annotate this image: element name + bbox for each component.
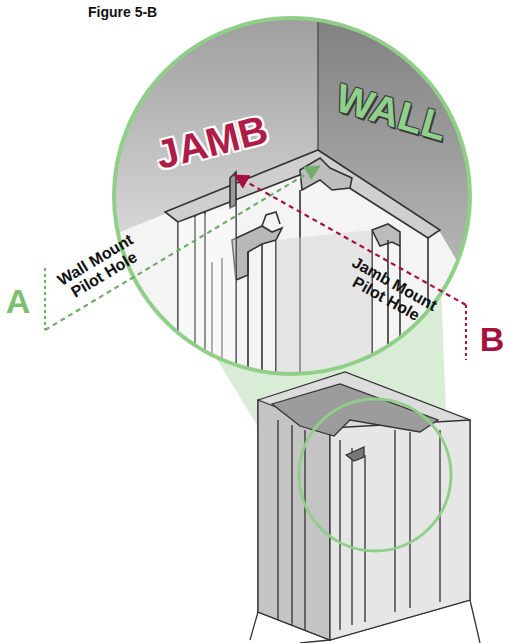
figure-title: Figure 5-B bbox=[88, 5, 157, 20]
detail-ring bbox=[114, 18, 470, 374]
leader-line bbox=[465, 305, 467, 360]
detail-ring bbox=[299, 399, 451, 551]
small-extrusion bbox=[250, 372, 480, 643]
callout-letter: B bbox=[480, 322, 505, 358]
leader-line bbox=[44, 268, 46, 330]
callout-letter: A bbox=[6, 284, 31, 320]
detail-view bbox=[100, 0, 500, 400]
leader-line bbox=[45, 167, 318, 330]
